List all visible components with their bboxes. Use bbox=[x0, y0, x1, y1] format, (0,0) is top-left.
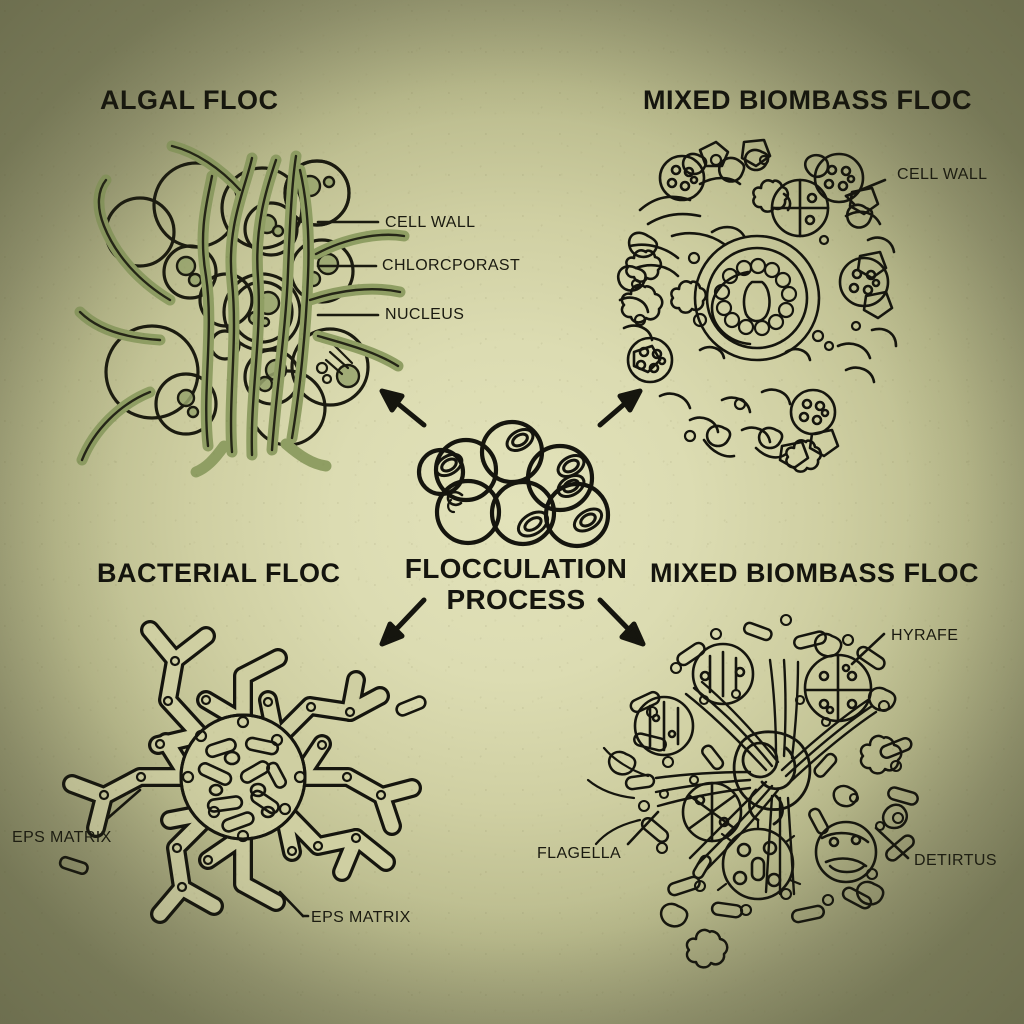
callout-algal-cell-wall: CELL WALL bbox=[385, 214, 476, 231]
cellwall-arrow-top bbox=[844, 178, 887, 206]
callout-mixed-top-cell-wall: CELL WALL bbox=[897, 166, 988, 183]
algal-filaments bbox=[74, 140, 410, 478]
callout-algal-chloroplast: CHLORCPORAST bbox=[382, 257, 521, 274]
flocculation-process-line1: FLOCCULATION bbox=[404, 553, 628, 584]
leader-lines-bottom-right bbox=[626, 632, 910, 860]
arrow-down-left bbox=[379, 597, 427, 647]
algal-leader-lines bbox=[316, 220, 380, 317]
central-cell-top bbox=[693, 234, 821, 362]
callout-detritus: DETIRTUS bbox=[914, 852, 997, 869]
callout-eps-matrix-bottom: EPS MATRIX bbox=[311, 909, 411, 926]
center-cells bbox=[416, 419, 611, 549]
debris-and-rods-top bbox=[616, 138, 898, 473]
callout-algal-nucleus: NUCLEUS bbox=[385, 306, 465, 323]
flocculation-process-label: FLOCCULATION PROCESS bbox=[392, 553, 640, 616]
panel-title-mixed-biomass-top: MIXED BIOMBASS FLOC bbox=[643, 85, 973, 115]
panel-title-bacterial-floc: BACTERIAL FLOC bbox=[97, 558, 341, 588]
rods-and-detritus-bottom bbox=[586, 613, 919, 969]
panel-title-algal-floc: ALGAL FLOC bbox=[100, 85, 279, 115]
eps-leader-lines bbox=[106, 788, 310, 918]
hyphae-bundles bbox=[654, 658, 878, 896]
center-nuclei bbox=[434, 428, 604, 538]
callout-flagella: FLAGELLA bbox=[537, 845, 622, 862]
arrow-down-right bbox=[597, 597, 646, 647]
flagella-strands bbox=[586, 746, 650, 846]
arrow-up-left bbox=[379, 388, 427, 428]
callout-eps-matrix-left: EPS MATRIX bbox=[12, 829, 112, 846]
panel-title-mixed-biomass-bottom: MIXED BIOMBASS FLOC bbox=[650, 558, 980, 588]
callout-hyphae: HYRAFE bbox=[891, 627, 959, 644]
detail-cells-bottom bbox=[633, 642, 878, 901]
coccus-dots bbox=[98, 655, 387, 893]
flocculation-process-line2: PROCESS bbox=[446, 583, 586, 615]
arrow-up-right bbox=[597, 388, 643, 428]
dotted-cells-top bbox=[626, 152, 890, 436]
